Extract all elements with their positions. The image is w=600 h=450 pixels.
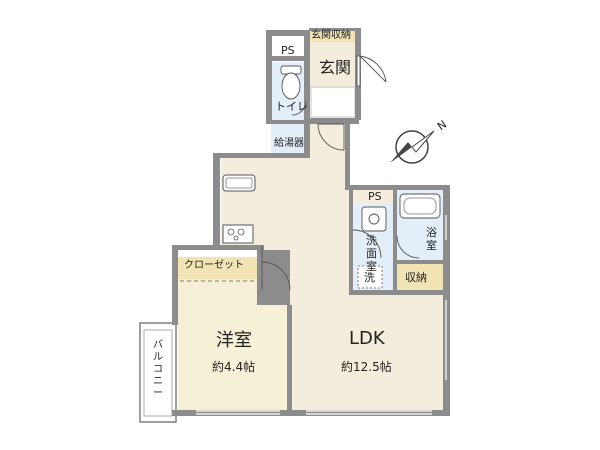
bath-label: 浴室 [426, 226, 437, 252]
western-room-label: 洋室 [216, 330, 252, 351]
genkan-storage-label: 玄関収納 [311, 30, 351, 41]
balcony [139, 322, 177, 423]
ps-mid-label: PS [368, 190, 382, 203]
toilet-label: トイレ [275, 100, 308, 113]
genkan-storage-floor [309, 30, 357, 42]
genkan-label: 玄関 [319, 58, 352, 77]
ldk-label: LDK [349, 328, 385, 349]
balcony-label: バルコニー [153, 340, 163, 399]
water-heater-label: 給湯器 [274, 138, 304, 149]
closet-label: クローゼット [184, 260, 244, 271]
ldk-floor [221, 124, 445, 412]
genkan-tile [310, 86, 356, 118]
ldk-size-label: 約12.5帖 [341, 360, 392, 374]
ps-top-label: PS [281, 44, 295, 57]
compass-icon [390, 130, 435, 164]
genkan-floor [309, 42, 357, 87]
storage-floor [397, 264, 443, 292]
storage-label: 収納 [405, 271, 427, 284]
closet-floor [178, 257, 260, 279]
water-heater-floor [271, 122, 307, 154]
western-room-size-label: 約4.4帖 [212, 360, 256, 374]
washroom-label: 洗面室 [366, 234, 377, 273]
washer-label: 洗 [364, 271, 375, 284]
